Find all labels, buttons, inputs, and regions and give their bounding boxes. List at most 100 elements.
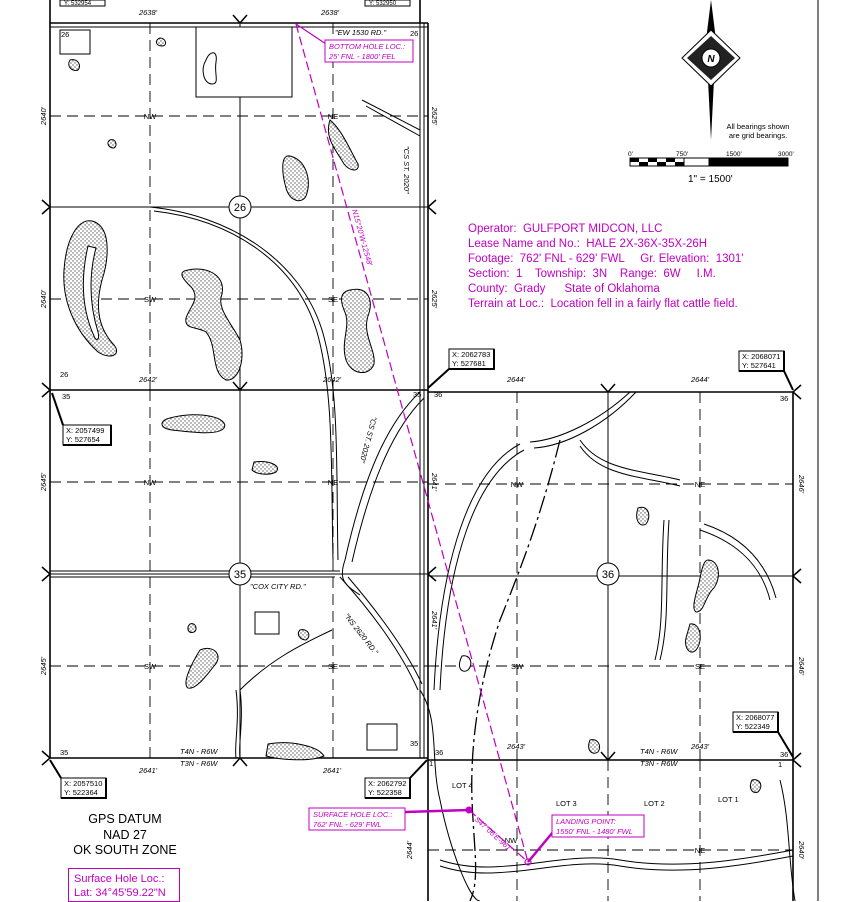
corner-label: 35 — [62, 392, 70, 401]
lp-footage: 1550' FNL - 1480' FWL — [556, 827, 633, 836]
scale-tick: 3000' — [778, 151, 794, 158]
lease-line: Lease Name and No.: HALE 2X-36X-35X-26H — [468, 238, 708, 250]
quarter-label-se: SE — [328, 295, 338, 304]
lot-labels: LOT 4 LOT 3 LOT 2 LOT 1 — [452, 781, 739, 808]
distance-label: 2640' — [39, 106, 48, 126]
section-35-label: 35 — [234, 569, 246, 581]
township-t3n: T3N - R6W — [180, 759, 218, 768]
corner-label: 36 — [780, 394, 788, 403]
datum-line: NAD 27 — [103, 827, 147, 842]
township-t4n: T4N - R6W — [640, 747, 678, 756]
scale-tick: 0' — [628, 151, 633, 158]
ponds — [63, 37, 762, 793]
road-name-cox-city: "COX CITY RD." — [250, 582, 306, 591]
coord-y: Y: 527681 — [452, 359, 486, 368]
well-info-block: Operator: GULFPORT MIDCON, LLC Lease Nam… — [468, 222, 743, 312]
surface-hole-location-box: Surface Hole Loc.: Lat: 34°45'59.22"N — [68, 868, 180, 902]
well-path — [295, 23, 554, 866]
quarter-label-nw: NW — [511, 480, 524, 489]
corner-label: 36 — [435, 748, 443, 757]
coord-y-cut: Y: 532950 — [369, 1, 397, 7]
corner-label: 36 — [434, 390, 442, 399]
lot-label: LOT 2 — [644, 799, 665, 808]
corner-label: 1 — [778, 760, 782, 769]
township-labels: T4N - R6W T3N - R6W T4N - R6W T3N - R6W — [180, 747, 678, 768]
bhl-title: BOTTOM HOLE LOC.: — [329, 42, 405, 51]
quarter-label-ne: NE — [328, 112, 338, 121]
corner-ticks — [41, 14, 802, 768]
lot-label: LOT 3 — [556, 799, 577, 808]
footage-line: Footage: 762' FNL - 629' FWL Gr. Elevati… — [468, 253, 744, 265]
scale-tick: 1500' — [726, 151, 742, 158]
coord-x: X: 2057499 — [66, 426, 104, 435]
roads — [50, 23, 481, 901]
county-line: County: Grady State of Oklahoma — [468, 283, 660, 295]
distance-label: 2625' — [430, 106, 439, 126]
bearing-note: All bearings shown are grid bearings. — [716, 122, 800, 140]
structures — [59, 26, 398, 751]
quarter-label-nw: NW — [144, 478, 157, 487]
quarter-label-sw: SW — [144, 662, 157, 671]
coord-x: X: 2062783 — [452, 350, 490, 359]
scale-bar — [629, 157, 789, 167]
coord-y: Y: 522364 — [64, 788, 98, 797]
quarter-label-ne: NE — [328, 478, 338, 487]
shl-title: SURFACE HOLE LOC.: — [313, 810, 392, 819]
coord-x: X: 2057510 — [64, 779, 102, 788]
coord-x: X: 2068071 — [742, 352, 780, 361]
corner-label: 35 — [410, 739, 418, 748]
coord-y-cut: Y: 532954 — [64, 1, 92, 7]
corner-label: 26 — [60, 370, 68, 379]
bhl-footage: 25' FNL - 1800' FEL — [328, 52, 396, 61]
datum-line: OK SOUTH ZONE — [73, 843, 177, 857]
lot-label: LOT 4 — [452, 781, 473, 790]
distance-label: 2640' — [797, 840, 806, 860]
operator-line: Operator: GULFPORT MIDCON, LLC — [468, 223, 663, 235]
shl-box-lat: Lat: 34°45'59.22"N — [74, 887, 166, 899]
distance-label: 2641' — [138, 766, 158, 775]
distance-label: 2646' — [797, 474, 806, 494]
bearing-main-label: N15°20'W-12548' — [350, 208, 374, 267]
township-t3n: T3N - R6W — [640, 759, 678, 768]
scale-tick: 750' — [676, 151, 688, 158]
bearing-short-label: S47°06'E-961' — [473, 815, 515, 854]
distance-label: 2642' — [138, 375, 158, 384]
quarter-labels: NW NE SW SE NW NE SW SE NW NE SW SE NW N… — [144, 112, 705, 855]
distance-label: 2640' — [39, 289, 48, 309]
quarter-label-ne: NE — [695, 480, 705, 489]
coord-y: Y: 522358 — [368, 788, 402, 797]
section-line: Section: 1 Township: 3N Range: 6W I.M. — [468, 268, 716, 280]
distance-label: 2645' — [39, 472, 48, 492]
quarter-label-ne: NE — [695, 846, 705, 855]
scale-label: 1" = 1500' — [688, 174, 733, 185]
distance-label: 2644' — [690, 375, 710, 384]
distance-label: 2643' — [506, 742, 526, 751]
corner-label: 36 — [780, 750, 788, 759]
lp-title: LANDING POINT: — [556, 817, 616, 826]
distance-label: 2638' — [138, 8, 158, 17]
distance-label: 2642' — [322, 375, 342, 384]
corner-label: 35 — [413, 390, 421, 399]
datum-line: GPS DATUM — [88, 812, 162, 826]
section36-roads — [433, 391, 796, 901]
distance-label: 2646' — [797, 656, 806, 676]
coord-y: Y: 527641 — [742, 361, 776, 370]
quarter-label-se: SE — [695, 662, 705, 671]
road-name-ew1530: "EW 1530 RD." — [335, 28, 387, 37]
terrain-line: Terrain at Loc.: Location fell in a fair… — [468, 298, 738, 310]
distance-label: 2641' — [430, 472, 439, 492]
quarter-label-sw: SW — [144, 295, 157, 304]
distance-label: 2625' — [430, 289, 439, 309]
quarter-label-sw: SW — [511, 662, 524, 671]
corner-label: 26 — [61, 30, 69, 39]
distance-labels: 2638' 2638' 2642' 2642' 2644' 2644' 2641… — [138, 8, 710, 775]
distance-label: 2641' — [322, 766, 342, 775]
quarter-label-nw: NW — [144, 112, 157, 121]
coordinate-boxes — [49, 0, 794, 799]
township-t4n: T4N - R6W — [180, 747, 218, 756]
vertical-distance-labels: 2640' 2640' 2645' 2645' 2625' 2625' 2641… — [39, 106, 806, 860]
road-name-cs2020: "CS ST. 2020" — [402, 146, 411, 194]
shl-box-title: Surface Hole Loc.: — [74, 873, 165, 885]
distance-label: 2644' — [405, 840, 414, 860]
